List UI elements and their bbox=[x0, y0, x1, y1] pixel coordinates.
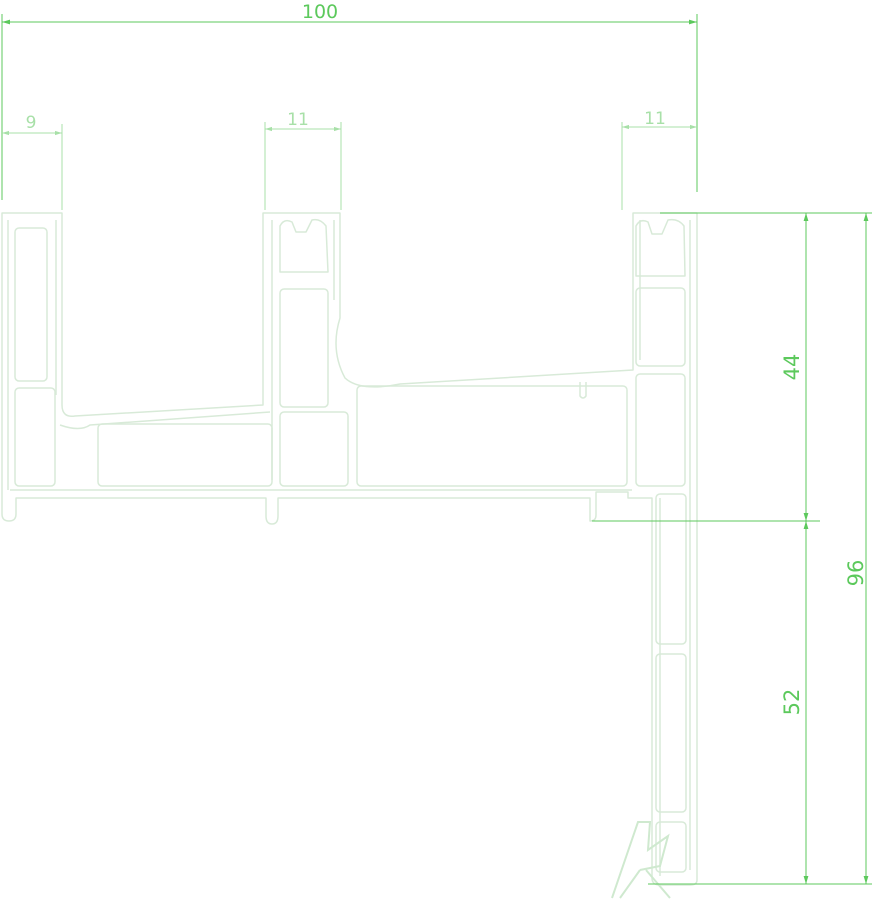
dimension-total-height: 96 bbox=[844, 213, 869, 884]
profile-outer-contour bbox=[1, 212, 698, 886]
gasket-groove bbox=[279, 218, 329, 273]
chamber bbox=[14, 387, 56, 487]
chamber bbox=[655, 821, 687, 873]
profile-bead bbox=[579, 382, 587, 399]
brand-watermark-logo bbox=[611, 821, 671, 899]
chamber bbox=[635, 287, 686, 367]
chamber bbox=[279, 288, 329, 408]
chamber bbox=[97, 423, 273, 487]
dimension-left-wall: 9 bbox=[2, 113, 63, 210]
dimension-label-overall-width: 100 bbox=[302, 1, 338, 23]
dimension-upper-height: 44 bbox=[780, 213, 809, 521]
dimension-label-middle-wall: 11 bbox=[287, 110, 309, 130]
profile-outline bbox=[1, 212, 698, 886]
dimension-label-upper-height: 44 bbox=[780, 354, 804, 381]
profile-inner-lines bbox=[7, 220, 691, 876]
chamber bbox=[655, 653, 687, 813]
gasket-groove bbox=[635, 218, 686, 277]
dimension-overall-width: 100 bbox=[1, 1, 698, 200]
chamber bbox=[14, 227, 48, 382]
chamber bbox=[635, 373, 686, 487]
chamber bbox=[279, 411, 349, 487]
dimension-label-left-wall: 9 bbox=[26, 113, 37, 133]
chamber bbox=[655, 493, 687, 645]
dimension-label-total-height: 96 bbox=[844, 560, 868, 587]
dimension-lower-height: 52 bbox=[780, 521, 809, 884]
dimension-label-lower-height: 52 bbox=[780, 689, 804, 716]
dimension-label-right-wall: 11 bbox=[644, 109, 666, 129]
dimension-middle-wall: 11 bbox=[264, 110, 342, 210]
dimension-right-wall: 11 bbox=[621, 109, 697, 210]
chamber bbox=[356, 385, 628, 487]
